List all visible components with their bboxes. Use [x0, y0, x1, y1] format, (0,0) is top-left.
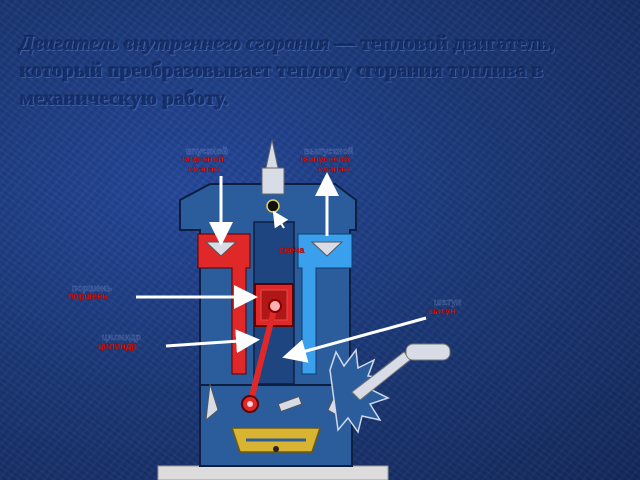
arrow-connecting-rod [282, 316, 427, 363]
shaft-end [405, 343, 451, 361]
exhaust-valve [310, 241, 344, 257]
spark-plug-body [261, 167, 285, 195]
arrow-cylinder [165, 329, 260, 354]
drain-plug [273, 446, 279, 452]
spark-plug-tip [266, 199, 280, 213]
piston-label-echo: поршень [72, 283, 112, 293]
crank-pin-center [247, 401, 253, 407]
spark-plug-label: свеча [279, 245, 305, 255]
spark-plug-icon [265, 139, 279, 169]
cylinder-label: цилиндр [98, 341, 137, 351]
connecting-rod-label: шатун [428, 306, 456, 316]
headline-definition: — тепловой двигатель, который преобразов… [20, 31, 555, 110]
rod-label-echo: шатун [434, 297, 462, 307]
exhaust-valve-label-2: клапан [318, 164, 349, 174]
piston-pin [268, 299, 282, 313]
exhaust-channel [297, 233, 353, 375]
crank-arm [277, 395, 303, 413]
arrow-spark-plug [272, 210, 289, 229]
drive-shaft [351, 351, 411, 401]
crankcase [199, 379, 353, 467]
base-plate [157, 465, 389, 480]
piston-label: поршень [68, 291, 108, 301]
intake-valve-label-1: впускной [182, 154, 224, 164]
intake-label-echo: впускной [186, 146, 228, 156]
exhaust-valve-label-1: выпускной [300, 154, 349, 164]
cylinder-label-echo: цилиндр [102, 332, 141, 342]
headline-term: Двигатель внутреннего сгорания [20, 31, 330, 55]
connecting-rod [247, 303, 278, 407]
exhaust-label-echo: выпускной [304, 146, 353, 156]
counterweight-left [205, 383, 219, 422]
slide-headline: Двигатель внутреннего сгорания — теплово… [20, 30, 625, 112]
intake-valve-label-2: клапан [188, 164, 219, 174]
